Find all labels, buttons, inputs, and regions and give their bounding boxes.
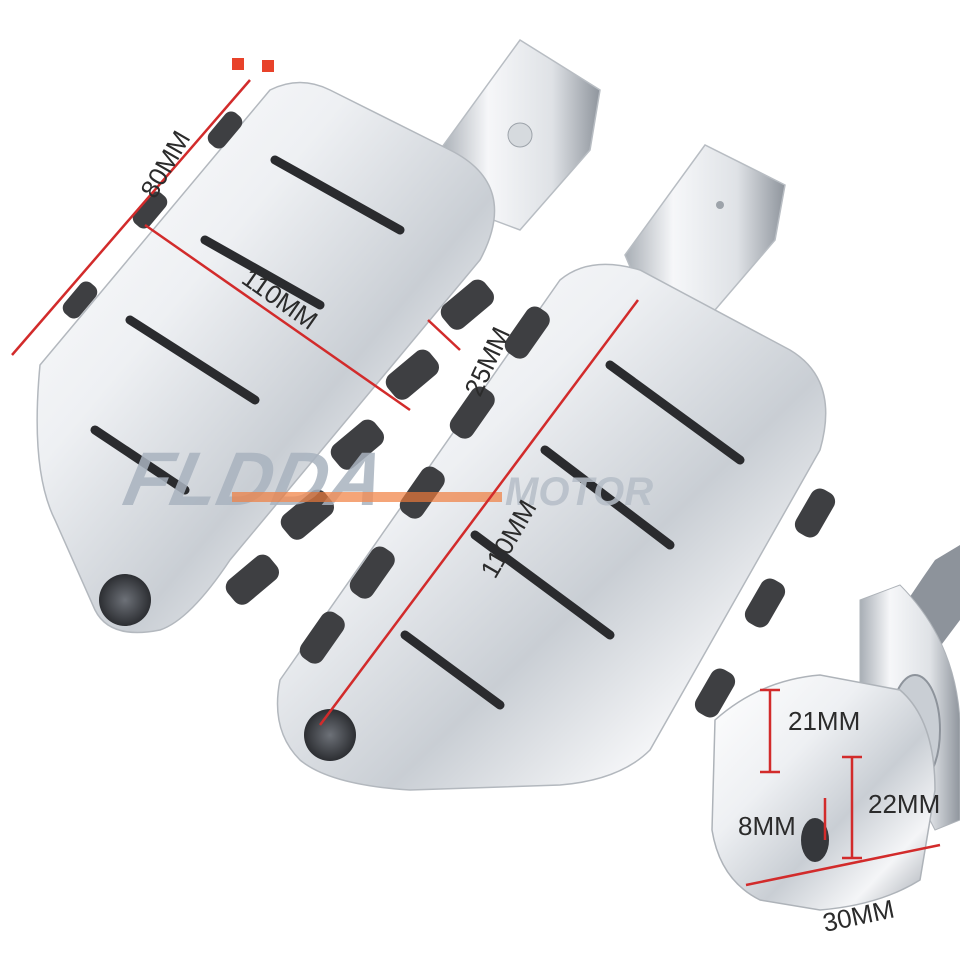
dim-line-left-length bbox=[144, 223, 411, 412]
right-grip-slots bbox=[400, 360, 745, 710]
dimension-lines bbox=[11, 58, 941, 887]
right-end-bolt bbox=[304, 709, 356, 761]
clamp-block bbox=[711, 674, 936, 911]
watermark-brand: FLDDA bbox=[117, 437, 393, 522]
right-peg-body bbox=[276, 263, 827, 791]
dim-line-clamp-width bbox=[745, 843, 941, 887]
left-end-bolt bbox=[99, 574, 151, 626]
dim-marker bbox=[232, 58, 244, 70]
dim-line-right-length bbox=[318, 299, 640, 726]
dim-line-left-width bbox=[11, 79, 251, 356]
right-mount-hole bbox=[716, 201, 724, 209]
clamp-hole bbox=[801, 818, 829, 862]
dim-line-left-thickness bbox=[427, 319, 461, 351]
dim-marker bbox=[262, 60, 274, 72]
left-footpeg bbox=[36, 38, 601, 634]
label-clamp-upper: 21MM bbox=[788, 706, 860, 736]
left-mount-hole bbox=[507, 122, 533, 148]
label-clamp-height: 22MM bbox=[868, 789, 940, 819]
left-grip-slots bbox=[90, 155, 405, 495]
label-clamp-hole: 8MM bbox=[738, 811, 796, 841]
watermark-sub: MOTOR bbox=[505, 470, 653, 514]
watermark-accent bbox=[232, 492, 502, 502]
left-rubber-pads bbox=[62, 111, 495, 605]
watermark: FLDDA MOTOR bbox=[117, 437, 653, 522]
right-footpeg bbox=[276, 144, 836, 791]
clamp-piece bbox=[711, 545, 960, 911]
